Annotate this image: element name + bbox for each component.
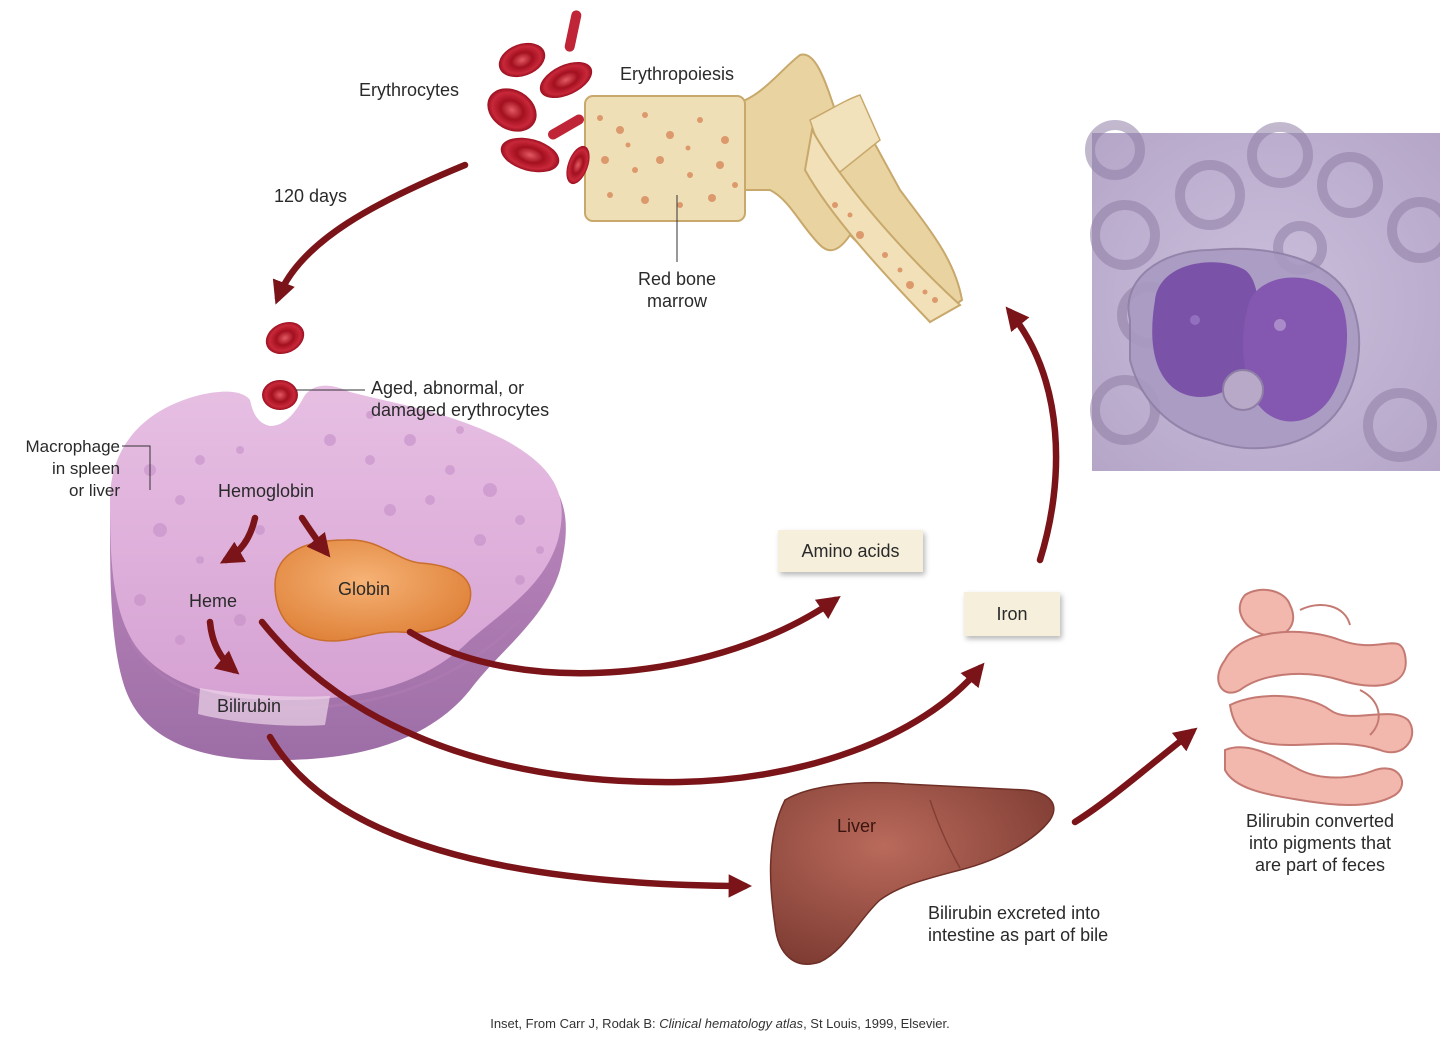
micrograph-inset xyxy=(1085,120,1440,471)
label-bilirubin-converted: Bilirubin converted into pigments that a… xyxy=(1245,811,1395,875)
falling-erythrocyte xyxy=(265,321,305,355)
figure-credit: Inset, From Carr J, Rodak B: Clinical he… xyxy=(0,1016,1440,1031)
label-bilirubin: Bilirubin xyxy=(217,696,282,716)
label-red-bone-marrow: Red bone marrow xyxy=(637,269,717,311)
arrow-erythrocytes-to-macrophage xyxy=(272,161,469,305)
label-erythrocytes: Erythrocytes xyxy=(359,80,460,100)
label-aged-erythrocytes: Aged, abnormal, or damaged erythrocytes xyxy=(371,378,550,420)
label-amino-acids: Amino acids xyxy=(778,530,923,572)
arrow-liver-to-intestine xyxy=(1071,727,1198,826)
bone-marrow-illustration xyxy=(584,53,964,324)
intestine-illustration xyxy=(1217,588,1414,806)
arrow-hemoglobin-to-heme xyxy=(219,514,259,564)
globin-blob xyxy=(274,539,472,642)
label-iron: Iron xyxy=(964,592,1060,636)
credit-title: Clinical hematology atlas xyxy=(659,1016,804,1031)
label-bilirubin-excreted: Bilirubin excreted into intestine as par… xyxy=(928,903,1109,945)
liver-organ xyxy=(769,781,1055,965)
engulfed-erythrocyte xyxy=(262,380,298,410)
arrow-heme-to-bilirubin xyxy=(206,618,240,675)
arrow-bilirubin-to-liver xyxy=(266,733,753,898)
label-macrophage: Macrophage in spleen or liver xyxy=(25,437,120,500)
label-heme: Heme xyxy=(189,591,238,611)
credit-suffix: , St Louis, 1999, Elsevier. xyxy=(803,1016,950,1031)
flow-arrows xyxy=(206,161,1198,898)
label-erythropoiesis: Erythropoiesis xyxy=(620,64,735,84)
arrow-iron-to-marrow xyxy=(1005,306,1060,564)
arrow-globin-to-amino-acids xyxy=(406,595,841,677)
arrow-hemoglobin-to-globin xyxy=(298,514,331,558)
arrow-heme-to-iron xyxy=(258,618,985,786)
label-120-days: 120 days xyxy=(274,186,348,206)
label-globin: Globin xyxy=(338,579,391,599)
credit-prefix: Inset, From Carr J, Rodak B: xyxy=(490,1016,660,1031)
label-liver: Liver xyxy=(837,816,877,836)
erythrocyte-cluster xyxy=(487,10,593,185)
label-hemoglobin: Hemoglobin xyxy=(218,481,315,501)
